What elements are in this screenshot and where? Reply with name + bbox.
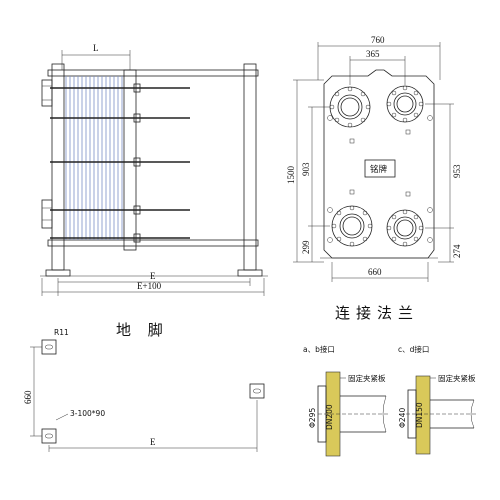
slot-hole — [253, 388, 261, 394]
foundation-view: 地 脚 R11 660 3-100*90 E — [23, 321, 265, 452]
port-top-right — [386, 85, 424, 123]
cd-plate-label: 固定夹紧板 — [438, 373, 476, 383]
movable-plate — [123, 69, 137, 251]
port-bottom-right — [386, 209, 424, 247]
ab-outer-dia: Φ295 — [308, 408, 317, 428]
ab-pipe — [340, 395, 386, 433]
side-view: L — [40, 43, 268, 296]
side-nozzles — [41, 79, 53, 229]
flange-view: 连接法兰 a、b接口 c、d接口 固定夹紧板 Φ295 DN200 固定夹紧板 … — [303, 304, 476, 457]
dim-label-L: L — [93, 43, 99, 53]
flange-title: 连接法兰 — [335, 304, 419, 322]
ab-nominal-dia: DN200 — [325, 404, 334, 430]
dim-label-299: 299 — [301, 240, 311, 254]
side-bolt-holes — [327, 115, 433, 243]
top-carrying-bar — [47, 69, 259, 77]
foot-pad-bottom-right — [249, 383, 265, 399]
dim-label-274: 274 — [452, 244, 462, 258]
dim-label-660: 660 — [368, 267, 382, 277]
front-foot — [45, 269, 71, 277]
port-marker — [405, 191, 411, 197]
port-marker — [405, 129, 411, 135]
dim-label-365: 365 — [366, 49, 380, 59]
dim-label-E-foot: E — [150, 437, 156, 447]
ab-plate-label: 固定夹紧板 — [348, 373, 386, 383]
cd-port-label: c、d接口 — [398, 344, 429, 354]
port-bottom-left — [331, 205, 373, 247]
front-view: 760 365 — [286, 35, 462, 282]
ab-pipe-break — [382, 395, 387, 433]
port-marker — [349, 189, 355, 195]
tie-bolts — [50, 83, 190, 243]
cd-nominal-dia: DN150 — [415, 402, 424, 428]
port-marker — [349, 138, 355, 144]
dim-label-903: 903 — [301, 162, 311, 176]
dim-label-953: 953 — [452, 164, 462, 178]
dim-label-660-v: 660 — [23, 390, 33, 404]
port-top-left — [329, 86, 371, 128]
radius-label: R11 — [54, 328, 69, 337]
nameplate — [364, 159, 396, 178]
cd-pipe — [430, 399, 474, 429]
cd-outer-dia: Φ240 — [398, 408, 407, 428]
dim-label-E: E — [150, 271, 156, 281]
support-column — [243, 63, 257, 271]
slot-hole — [45, 433, 53, 439]
slot-hole — [45, 344, 53, 350]
ab-port-label: a、b接口 — [303, 344, 335, 354]
foot-pad-bottom-left — [41, 428, 57, 444]
plate-pack — [65, 76, 123, 240]
dim-label-760: 760 — [371, 35, 385, 45]
nameplate-label: 铭牌 — [370, 164, 388, 175]
fixed-plate — [51, 63, 65, 271]
leader-line — [55, 413, 69, 421]
foundation-title: 地 脚 — [116, 321, 169, 339]
dim-label-E100: E+100 — [137, 281, 162, 291]
rear-foot — [237, 269, 263, 277]
holes-label: 3-100*90 — [70, 409, 105, 418]
foot-pad-top — [41, 339, 57, 355]
cd-pipe-break — [470, 399, 475, 429]
dim-label-1500: 1500 — [286, 166, 296, 185]
bottom-guide-bar — [47, 239, 259, 247]
